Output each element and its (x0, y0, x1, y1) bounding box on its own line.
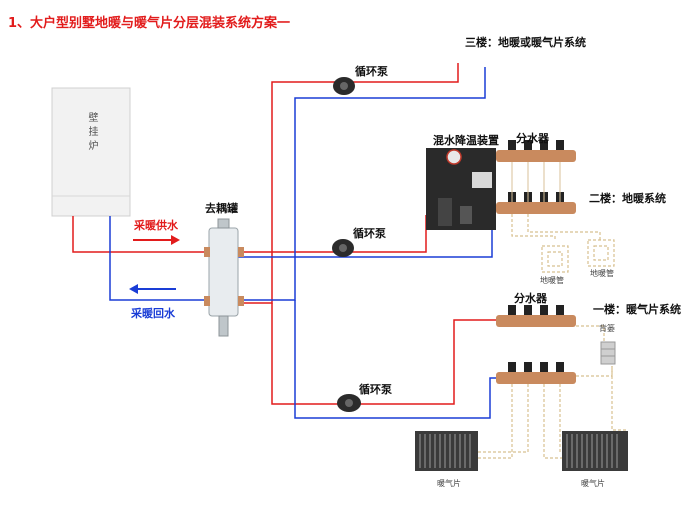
towel-rack (600, 341, 616, 365)
supply-label: 采暖供水 (134, 219, 178, 232)
radiator-loops (478, 325, 628, 459)
floor-loops (511, 214, 615, 273)
floor3-label: 三楼：地暖或暖气片系统 (465, 36, 586, 49)
return-label: 采暖回水 (131, 307, 175, 320)
pump-middle (332, 239, 354, 257)
radiator-left (415, 431, 478, 471)
towel-rack-label: 背篓 (599, 324, 615, 333)
manifold-floor1-label: 分水器 (514, 292, 547, 305)
pump-top (333, 77, 355, 95)
boiler-label: 壁挂炉 (86, 112, 97, 154)
mixing-unit-label: 混水降温装置 (433, 134, 499, 147)
floor-pipe-label-right: 地暖管 (590, 269, 614, 278)
mixing-unit (426, 148, 496, 230)
manifold-floor2-label: 分水器 (516, 132, 549, 145)
floor2-label: 二楼：地暖系统 (589, 192, 666, 205)
floor-pipe-label-left: 地暖管 (540, 276, 564, 285)
manifold-floor1 (496, 305, 576, 384)
supply-pipes (72, 63, 505, 405)
return-arrow (129, 284, 176, 294)
radiator-right (562, 431, 628, 471)
supply-arrow (133, 235, 180, 245)
floor1-label: 一楼：暖气片系统 (593, 303, 681, 316)
pump-middle-label: 循环泵 (353, 227, 386, 240)
return-pipes (109, 67, 505, 419)
manifold-floor2 (496, 140, 576, 214)
pump-top-label: 循环泵 (355, 65, 388, 78)
pump-bottom-label: 循环泵 (359, 383, 392, 396)
separator-label: 去耦罐 (205, 202, 238, 215)
radiator-right-label: 暖气片 (581, 479, 605, 488)
wall-boiler (51, 87, 131, 217)
page-title: 1、大户型别墅地暖与暖气片分层混装系统方案一 (8, 16, 291, 31)
radiator-left-label: 暖气片 (437, 479, 461, 488)
hydraulic-separator (204, 218, 244, 337)
pump-bottom (337, 394, 361, 412)
